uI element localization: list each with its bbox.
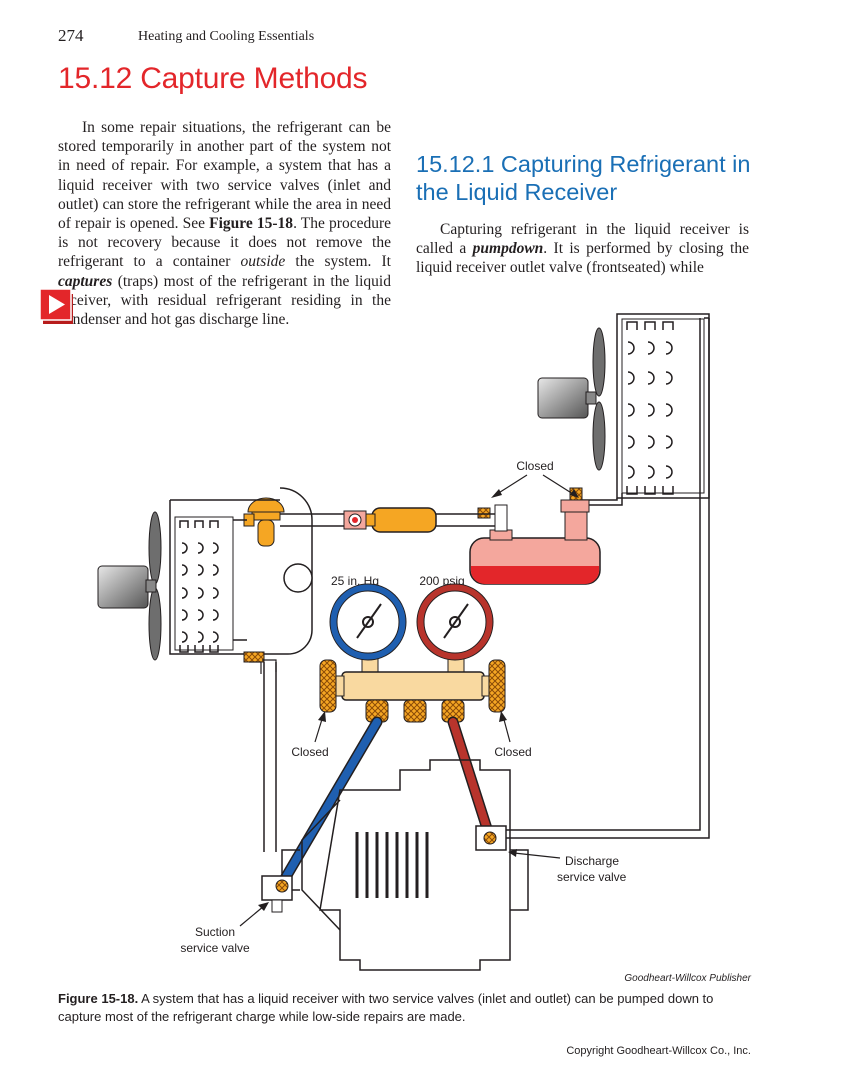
section-title: 15.12 Capture Methods <box>58 62 368 95</box>
gauge-manifold <box>319 645 506 723</box>
evaporator-fan <box>97 511 162 661</box>
para-text: (traps) most of the refrigerant in the l… <box>58 272 391 329</box>
subsection-paragraph: Capturing refrigerant in the liquid rece… <box>416 220 749 278</box>
label-discharge-1: Discharge <box>565 854 619 868</box>
para-text: In some repair situations, the refrigera… <box>58 119 391 233</box>
label-closed-right: Closed <box>494 745 531 759</box>
compressor <box>281 759 529 971</box>
evaporator-coil <box>169 487 313 655</box>
label-discharge-2: service valve <box>557 870 627 884</box>
high-side-hose <box>449 718 494 842</box>
label-closed-left: Closed <box>291 745 328 759</box>
low-side-hose <box>279 718 381 886</box>
para-text: . The procedure is not recovery because … <box>58 215 392 271</box>
condenser-fan <box>537 327 606 471</box>
label-suction-2: service valve <box>180 941 250 955</box>
para-text: . It is performed by closing the liquid … <box>416 240 749 277</box>
para-text: Capturing refrigerant in the liquid rece… <box>416 221 749 258</box>
section-paragraph: In some repair situations, the refrigera… <box>58 118 391 329</box>
emphasis-outside: outside <box>240 253 286 271</box>
refrigeration-diagram: Closed <box>0 290 849 985</box>
figure-reference: Figure 15-18 <box>209 215 294 233</box>
term-pumpdown: pumpdown <box>472 240 544 258</box>
discharge-service-valve <box>475 825 507 851</box>
liquid-receiver <box>469 487 601 585</box>
play-video-icon[interactable] <box>39 288 76 325</box>
expansion-valve <box>243 497 285 547</box>
figure-credit: Goodheart-Willcox Publisher <box>624 973 751 984</box>
running-head: Heating and Cooling Essentials <box>138 29 315 44</box>
copyright-notice: Copyright Goodheart-Willcox Co., Inc. <box>566 1045 751 1057</box>
condenser-coil <box>616 313 710 499</box>
high-side-gauge <box>416 583 494 661</box>
label-suction-1: Suction <box>195 925 235 939</box>
page-number: 274 <box>58 26 84 45</box>
caption-text: A system that has a liquid receiver with… <box>58 991 714 1024</box>
term-captures: captures <box>58 272 113 290</box>
filter-drier <box>364 507 437 533</box>
caption-number: Figure 15-18. <box>58 991 139 1006</box>
suction-service-valve <box>261 875 293 913</box>
figure-caption: Figure 15-18. A system that has a liquid… <box>58 990 751 1026</box>
para-text: the system. It <box>285 253 391 271</box>
low-side-gauge <box>329 583 407 661</box>
subsection-title: 15.12.1 Capturing Refrigerant in the Liq… <box>416 151 751 205</box>
label-closed-top: Closed <box>516 459 553 473</box>
sight-glass <box>343 510 367 530</box>
